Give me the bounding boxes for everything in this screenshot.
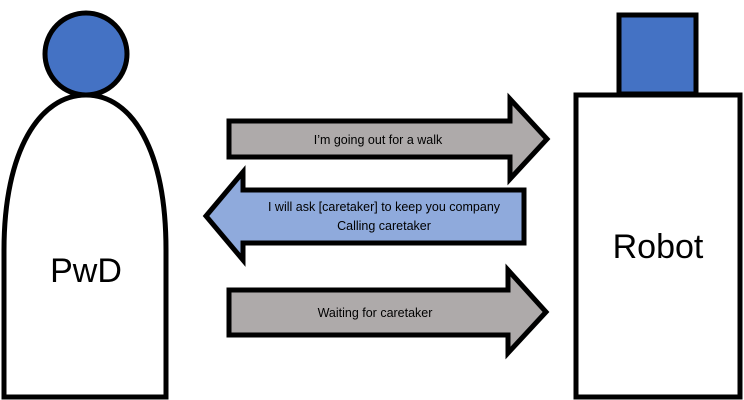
message-2-line-2: Calling caretaker xyxy=(337,219,431,233)
arrow-right-shape xyxy=(226,92,551,186)
robot-body xyxy=(573,92,743,400)
pwd-head xyxy=(42,10,130,98)
pwd-body xyxy=(1,92,169,400)
arrow-left-shape xyxy=(202,165,527,267)
robot-actor: Robot xyxy=(573,12,743,400)
message-arrow-1: I’m going out for a walk xyxy=(226,92,551,186)
message-arrow-3: Waiting for caretaker xyxy=(226,263,550,360)
message-2-line-1: I will ask [caretaker] to keep you compa… xyxy=(268,200,501,214)
message-arrow-2: I will ask [caretaker] to keep you compa… xyxy=(202,165,527,267)
pwd-actor: PwD xyxy=(1,10,169,400)
message-1-text: I’m going out for a walk xyxy=(314,133,443,147)
arrow-right-shape xyxy=(226,263,550,360)
robot-label: Robot xyxy=(613,228,704,266)
message-3-text: Waiting for caretaker xyxy=(318,306,433,320)
robot-head xyxy=(616,12,699,97)
pwd-label: PwD xyxy=(50,252,122,290)
